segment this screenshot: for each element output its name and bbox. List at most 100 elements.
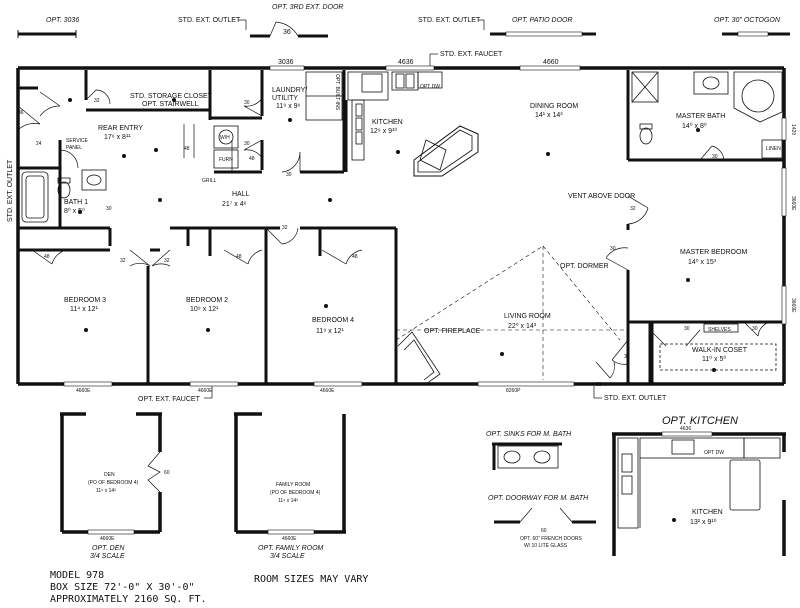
top-wall-windows: 3036 4636 STD. EXT. FAUCET 4660 <box>269 51 581 71</box>
top-callouts: OPT. 3036 STD. EXT. OUTLET OPT. 3RD EXT.… <box>17 4 790 38</box>
opt-kitchen-name: KITCHEN <box>692 509 723 516</box>
bedroom4-size: 11⁹ x 12¹ <box>316 328 344 335</box>
bedroom2-size: 10⁹ x 12¹ <box>190 306 219 313</box>
den-sub: (PO OF BEDROOM 4) <box>88 480 139 486</box>
hall-label: HALL <box>232 191 250 198</box>
std-ext-outlet-bottom: STD. EXT. OUTLET <box>604 395 667 402</box>
dim-30-i: 30 <box>610 246 616 252</box>
dim-30-c: 30 <box>286 172 292 178</box>
linen-label: LINEN <box>766 146 781 152</box>
win-4660e-1: 4660E <box>76 388 91 394</box>
kitchen-label: KITCHEN <box>372 119 403 126</box>
opt-kitchen-plan: OPT. KITCHEN 4636 OPT DW KITCHEN 13² x 9… <box>612 415 786 556</box>
win-4660e-2: 4660E <box>198 388 213 394</box>
shelves-label: SHELVES <box>708 327 731 333</box>
opt-doorway-plan: OPT. DOORWAY FOR M. BATH 60 OPT. 60" FRE… <box>488 495 596 549</box>
exterior-walls <box>16 66 786 386</box>
win-4660e-3: 4660E <box>320 388 335 394</box>
den-window: 4660E <box>100 536 115 542</box>
doorway-60: 60 <box>541 528 547 534</box>
dim-32-a: 32 <box>94 98 100 104</box>
footer: MODEL 978 BOX SIZE 72'-0" X 30'-0" APPRO… <box>50 570 368 605</box>
grill-label: GRILL <box>202 178 217 184</box>
laundry-size: 11⁹ x 9⁶ <box>276 103 301 110</box>
bottom-wall: 4660E 4660E 4660E 8260P OPT. EXT. FAUCET… <box>63 381 667 403</box>
vent-above-door: VENT ABOVE DOOR <box>568 193 635 200</box>
dim-32-e: 32 <box>282 225 288 231</box>
model-text: MODEL 978 <box>50 570 104 581</box>
dim-30-g: 30 <box>752 326 758 332</box>
family-scale: 3/4 SCALE <box>270 553 305 560</box>
opt-kitchen-size: 13² x 9¹⁰ <box>690 518 717 526</box>
family-size: 11⁹ x 14³ <box>278 498 298 504</box>
master-bedroom-label: MASTER BEDROOM <box>680 249 747 256</box>
dim-30-h: 30 <box>624 354 630 360</box>
doorway-note-1: OPT. 60" FRENCH DOORS <box>520 536 582 542</box>
walk-in-size: 11⁰ x 5⁰ <box>702 355 726 363</box>
box-size-text: BOX SIZE 72'-0" X 30'-0" <box>50 582 195 593</box>
opt-family-plan: FAMILY ROOM (PO OF BEDROOM 4) 11⁹ x 14³ … <box>234 412 346 560</box>
opt-patio-door-label: OPT. PATIO DOOR <box>512 17 573 24</box>
dim-24: 24 <box>36 141 42 147</box>
bedroom4-label: BEDROOM 4 <box>312 317 354 324</box>
std-ext-outlet-top1: STD. EXT. OUTLET <box>178 17 241 24</box>
opt-ext-faucet-label: OPT. EXT. FAUCET <box>138 396 201 403</box>
wh-label: W/H <box>220 135 230 141</box>
family-window: 4660E <box>282 536 297 542</box>
win-4660: 4660 <box>543 59 559 66</box>
opt-stairwell-label: OPT. STAIRWELL <box>142 101 199 108</box>
win-3036: 3036 <box>278 59 294 66</box>
dim-32-d: 32 <box>164 258 170 264</box>
dining-size: 14¹ x 14³ <box>535 112 563 119</box>
utility-label: UTILITY <box>272 95 298 102</box>
living-size: 22⁰ x 14³ <box>508 322 537 330</box>
dim-48-d: 48 <box>236 254 242 260</box>
family-sub: (PO OF BEDROOM 4) <box>270 490 321 496</box>
doorway-note-2: W/ 10 LITE GLASS <box>524 543 568 549</box>
std-ext-outlet-left: STD. EXT. OUTLET <box>7 159 14 222</box>
bedroom2-label: BEDROOM 2 <box>186 297 228 304</box>
room-sizes-note: ROOM SIZES MAY VARY <box>254 574 368 585</box>
dining-label: DINING ROOM <box>530 103 578 110</box>
family-caption: OPT. FAMILY ROOM <box>258 545 324 552</box>
door-swings <box>17 89 771 379</box>
dim-30-e: 30 <box>712 154 718 160</box>
win-3660-a: 3660E <box>790 196 796 211</box>
bath1-size: 8⁰ x 5⁰ <box>64 207 85 215</box>
dim-48-c: 48 <box>44 254 50 260</box>
dim-48-b: 48 <box>249 156 255 162</box>
door-36-top: 36 <box>283 29 291 36</box>
dim-36-b: 36 <box>596 382 602 388</box>
opt-octogon-label: OPT. 30" OCTOGON <box>714 17 781 24</box>
dim-30-f: 30 <box>684 326 690 332</box>
win-4636: 4636 <box>398 59 414 66</box>
opt-doorway-label: OPT. DOORWAY FOR M. BATH <box>488 495 589 502</box>
master-bedroom-size: 14⁰ x 15³ <box>688 258 717 266</box>
side-windows: 3660E 3660E 1420 STD. EXT. OUTLET <box>7 117 796 325</box>
rear-entry-size: 17⁶ x 8¹¹ <box>104 134 131 141</box>
std-ext-outlet-top2: STD. EXT. OUTLET <box>418 17 481 24</box>
win-3660-b: 3660E <box>790 298 796 313</box>
storage-closet-label: STD. STORAGE CLOSET <box>130 93 213 100</box>
dim-48-e: 48 <box>352 254 358 260</box>
den-size: 11⁹ x 14³ <box>96 488 116 494</box>
dim-32-b: 32 <box>630 206 636 212</box>
door-dimensions: 32 30 30 24 36 48 48 30 30 30 32 32 32 4… <box>18 98 758 388</box>
laundry-label: LAUNDRY/ <box>272 87 307 94</box>
den-scale: 3/4 SCALE <box>90 553 125 560</box>
opt-dw-main: OPT DW <box>420 84 440 90</box>
kitchen-size: 12⁹ x 9¹⁰ <box>370 127 397 135</box>
bath1-label: BATH 1 <box>64 199 88 206</box>
opt-sinks-label: OPT. SINKS FOR M. BATH <box>486 431 572 438</box>
den-caption: OPT. DEN <box>92 545 125 552</box>
opt-dormer-label: OPT. DORMER <box>560 263 609 270</box>
dim-32-c: 32 <box>120 258 126 264</box>
dim-30-b: 30 <box>244 141 250 147</box>
dim-30-d: 30 <box>106 206 112 212</box>
dormer-lines <box>395 245 628 380</box>
walk-in-label: WALK-IN COSET <box>692 347 748 354</box>
opt-den-plan: 60 DEN (PO OF BEDROOM 4) 11⁹ x 14³ 4660E… <box>60 412 170 560</box>
opt-kitchen-window: 4636 <box>680 426 691 432</box>
hall-size: 21⁷ x 4⁶ <box>222 201 247 208</box>
